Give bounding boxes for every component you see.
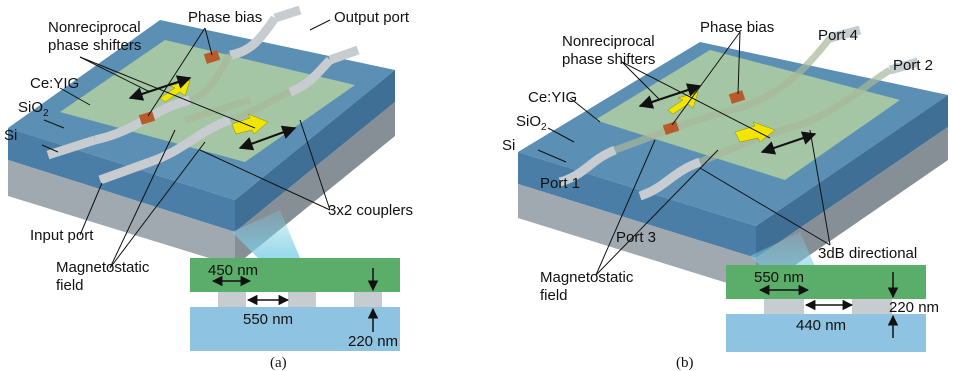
label-magnetostatic-a-2: field <box>56 277 84 294</box>
dim-gap-a: 550 nm <box>243 311 293 328</box>
heater-a-1 <box>203 50 221 64</box>
label-magnetostatic-a-1: Magnetostatic <box>56 259 150 276</box>
label-port3-b: Port 3 <box>616 229 656 246</box>
dim-gap-b: 440 nm <box>796 317 846 334</box>
label-si-a: Si <box>4 127 17 144</box>
label-nonreciprocal-a-2: phase shifters <box>48 37 141 54</box>
panel-b: Phase bias Port 4 Port 2 Nonreciprocal p… <box>502 19 948 371</box>
ceyig-film-b <box>595 50 900 180</box>
label-magnetostatic-b-1: Magnetostatic <box>540 269 634 286</box>
heater-b-2 <box>662 121 680 135</box>
label-sio2-a: SiO2 <box>18 99 49 119</box>
label-couplers-b-1: 3dB directional <box>818 245 917 262</box>
label-si-b: Si <box>502 137 515 154</box>
caption-b: (b) <box>676 355 694 371</box>
caption-a: (a) <box>270 355 287 371</box>
dim-width-a: 450 nm <box>208 262 258 279</box>
label-couplers-a: 3x2 couplers <box>328 202 413 219</box>
leader-lines-a <box>41 19 331 269</box>
label-magnetostatic-b-2: field <box>540 287 568 304</box>
label-port1-b: Port 1 <box>540 175 580 192</box>
waveguides-a <box>46 5 360 185</box>
dim-height-a: 220 nm <box>348 333 398 350</box>
label-port4-b: Port 4 <box>818 27 858 44</box>
heater-b-1 <box>728 90 746 104</box>
label-nonreciprocal-b-1: Nonreciprocal <box>562 33 655 50</box>
heater-a-2 <box>138 111 156 125</box>
label-phase-bias-b: Phase bias <box>700 19 774 36</box>
cross-section-b <box>726 265 926 352</box>
label-nonreciprocal-a-1: Nonreciprocal <box>48 19 141 36</box>
dim-height-b: 220 nm <box>889 299 939 316</box>
label-nonreciprocal-b-2: phase shifters <box>562 51 655 68</box>
beam-a <box>232 210 300 270</box>
label-ceyig-b: Ce:YIG <box>528 89 577 106</box>
label-phase-bias-a: Phase bias <box>188 9 262 26</box>
label-ceyig-a: Ce:YIG <box>30 75 79 92</box>
label-port2-b: Port 2 <box>893 57 933 74</box>
leader-lines-b <box>537 31 831 276</box>
cross-section-a <box>190 258 400 351</box>
waveguides-b <box>558 25 920 201</box>
panel-a: Phase bias Output port Nonreciprocal pha… <box>4 5 413 371</box>
dim-width-b: 550 nm <box>754 269 804 286</box>
label-sio2-b: SiO2 <box>516 113 547 133</box>
label-input-port-a: Input port <box>30 227 94 244</box>
label-output-port-a: Output port <box>334 9 410 26</box>
